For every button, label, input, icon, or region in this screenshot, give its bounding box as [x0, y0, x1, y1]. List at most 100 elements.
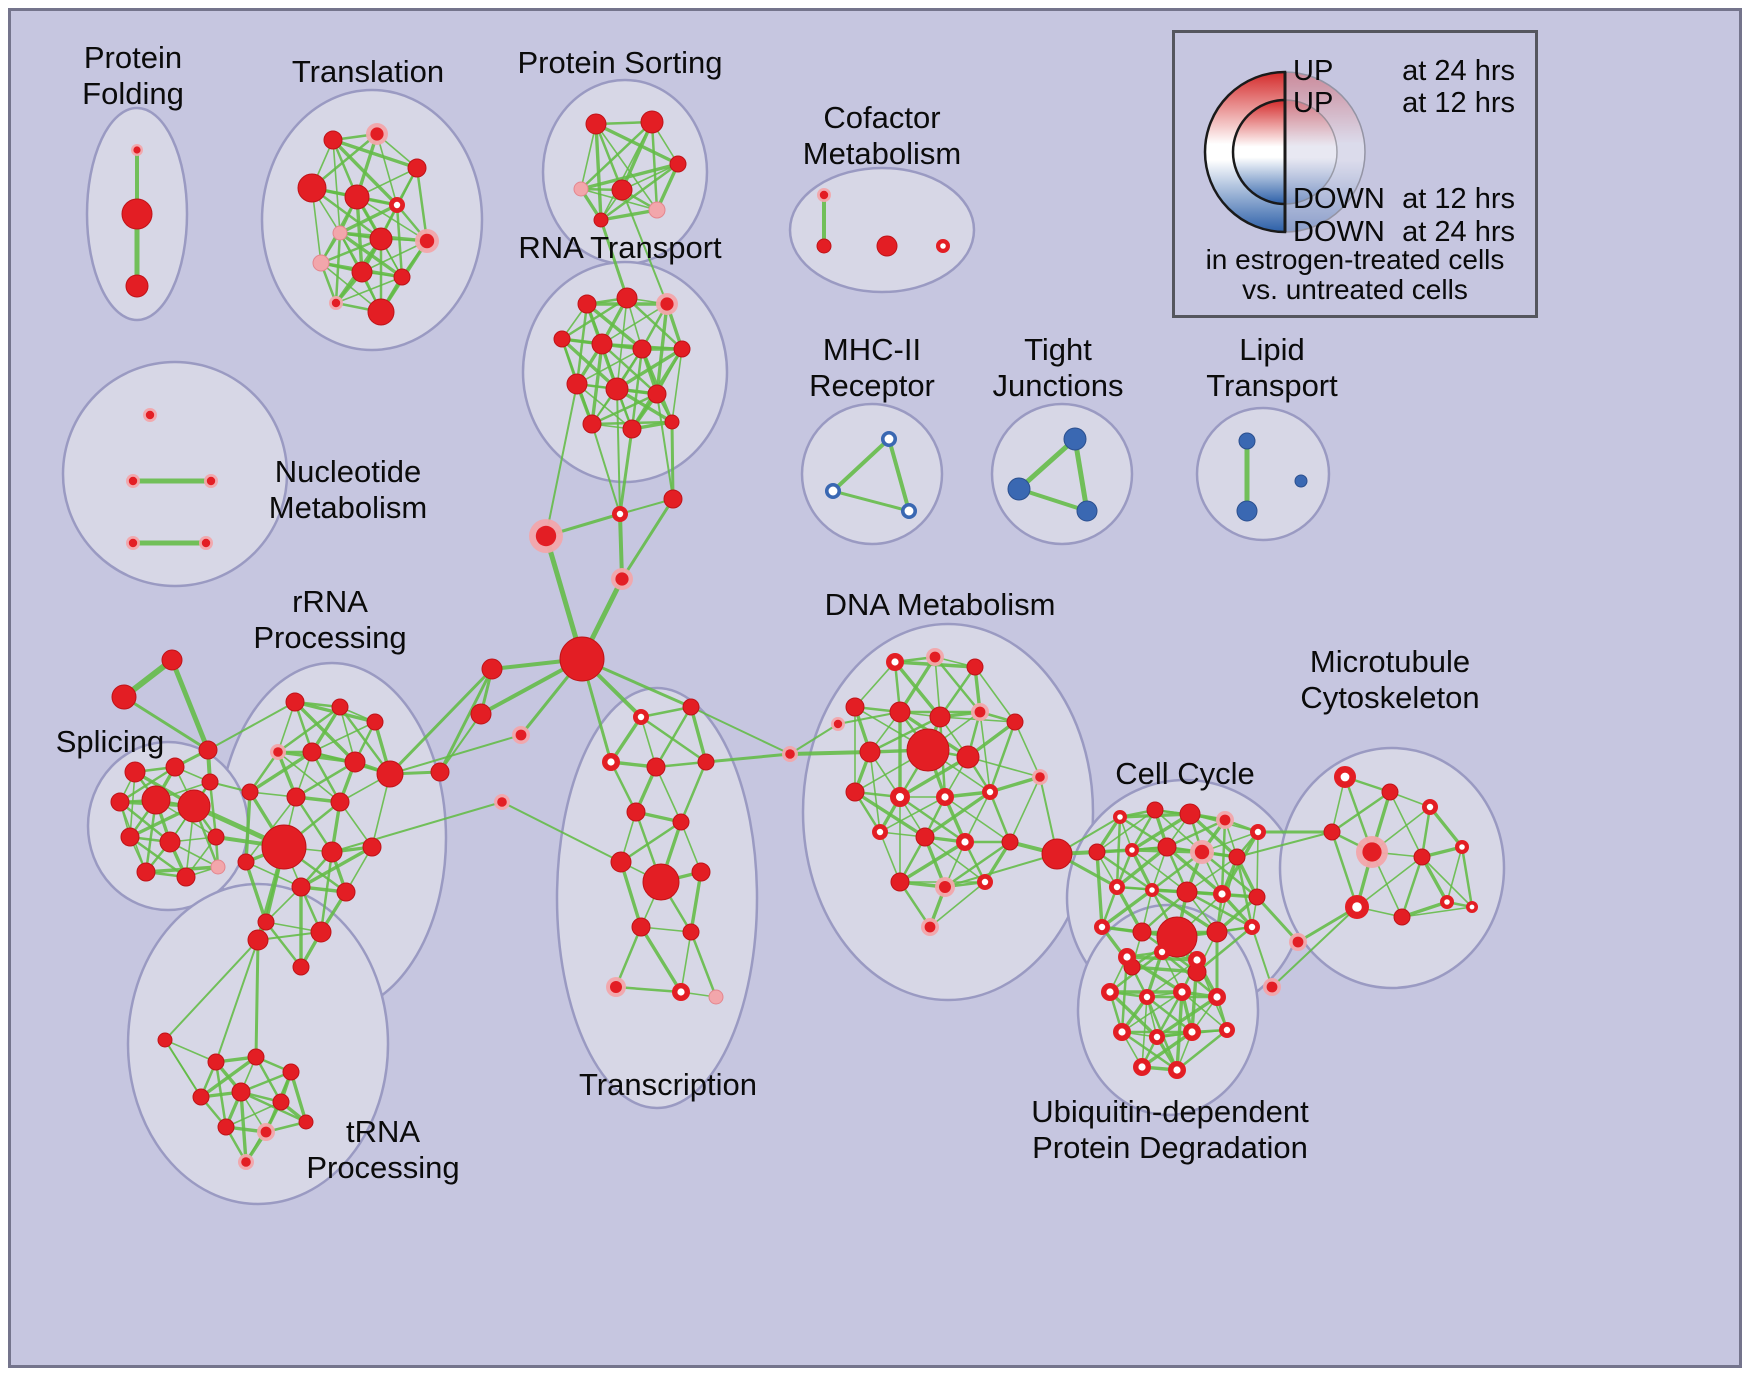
node-red: [310, 921, 332, 943]
node-red: [217, 1118, 235, 1136]
node-red: [272, 1093, 290, 1111]
node-red: [605, 377, 629, 401]
node-red: [906, 728, 950, 772]
network-edge: [594, 122, 680, 166]
node-red: [330, 792, 350, 812]
node-red: [631, 917, 651, 937]
network-edge: [118, 800, 172, 844]
network-edge: [1251, 926, 1273, 988]
node-red: [323, 130, 343, 150]
node-halo: [415, 229, 439, 253]
node-red: [125, 274, 149, 298]
cluster-dna-metabolism: [801, 622, 1095, 1002]
network-edge: [599, 218, 629, 300]
node-red: [201, 773, 219, 791]
network-edge: [376, 133, 398, 206]
node-red: [1132, 922, 1152, 942]
node-red: [669, 155, 687, 173]
network-edge: [1401, 906, 1473, 918]
node-red: [642, 863, 680, 901]
node-red: [664, 414, 680, 430]
node-halo: [1190, 840, 1214, 864]
node-ring: [1132, 1057, 1151, 1076]
network-edge: [944, 796, 1011, 843]
node-red: [331, 698, 349, 716]
network-edge: [831, 489, 911, 513]
node-red: [591, 333, 613, 355]
network-edge: [1428, 805, 1464, 849]
network-edge: [395, 203, 404, 279]
node-red: [1041, 838, 1073, 870]
node-red: [302, 742, 322, 762]
network-edge: [331, 801, 503, 853]
node-ring: [1154, 944, 1171, 961]
node-red: [673, 340, 691, 358]
cluster-label-transcription: Transcription: [579, 1067, 757, 1102]
network-edge: [650, 120, 659, 212]
network-edge: [704, 752, 792, 764]
network-edge: [277, 751, 341, 803]
node-ring: [1112, 809, 1127, 824]
node-red: [647, 384, 667, 404]
node-red: [663, 489, 683, 509]
node-red: [157, 1032, 173, 1048]
network-edge: [207, 701, 296, 751]
network-edge: [1100, 888, 1154, 929]
network-edge: [289, 1070, 308, 1124]
node-red: [237, 853, 255, 871]
node-red: [192, 1088, 210, 1106]
node-ring: [1187, 951, 1206, 970]
cluster-mhc-ii-receptor: [800, 402, 944, 546]
node-red: [136, 862, 156, 882]
network-edge: [1130, 848, 1154, 892]
network-edge: [1195, 925, 1254, 974]
node-ring: [1124, 842, 1139, 857]
node-red: [859, 741, 881, 763]
network-edge: [331, 138, 419, 170]
network-edge: [239, 1090, 248, 1164]
node-red: [292, 958, 310, 976]
node-blue: [1076, 500, 1098, 522]
node-halo: [529, 519, 563, 553]
node-ring: [890, 787, 910, 807]
network-edge: [898, 755, 970, 799]
cluster-nucleotide-metabolism: [61, 360, 289, 588]
network-edge: [614, 985, 683, 994]
network-edge: [1175, 1028, 1229, 1072]
network-edge: [361, 240, 428, 273]
network-edge: [245, 861, 302, 888]
node-red: [1146, 801, 1164, 819]
network-edge: [654, 705, 693, 769]
cluster-label-cell-cycle: Cell Cycle: [1115, 756, 1255, 791]
node-ring: [886, 653, 905, 672]
network-edge: [923, 790, 992, 839]
node-bluering: [824, 482, 842, 500]
network-edge: [1017, 487, 1089, 513]
legend-box: UP at 24 hrs UP at 12 hrs DOWN at 12 hrs…: [1172, 30, 1538, 318]
network-edge: [614, 925, 643, 989]
node-ring: [1244, 919, 1261, 936]
cluster-label-protein-sorting: Protein Sorting: [517, 45, 722, 80]
network-edge: [1095, 850, 1104, 929]
network-edge: [924, 836, 986, 883]
network-edge: [974, 666, 1016, 723]
network-edge: [616, 297, 628, 390]
legend-direction-label: UP: [1293, 87, 1334, 119]
node-ring: [1149, 1029, 1166, 1046]
node-red: [1206, 921, 1228, 943]
node-red: [1323, 823, 1341, 841]
node-ring: [1139, 989, 1156, 1006]
node-red: [553, 330, 571, 348]
network-edge: [579, 162, 680, 191]
network-edge: [1460, 845, 1474, 909]
network-edge: [248, 750, 314, 794]
network-edge: [579, 120, 654, 191]
node-red: [286, 787, 306, 807]
node-halo: [270, 744, 286, 760]
legend-direction-label: DOWN: [1293, 183, 1385, 215]
node-red: [247, 929, 269, 951]
network-edge: [600, 121, 653, 221]
